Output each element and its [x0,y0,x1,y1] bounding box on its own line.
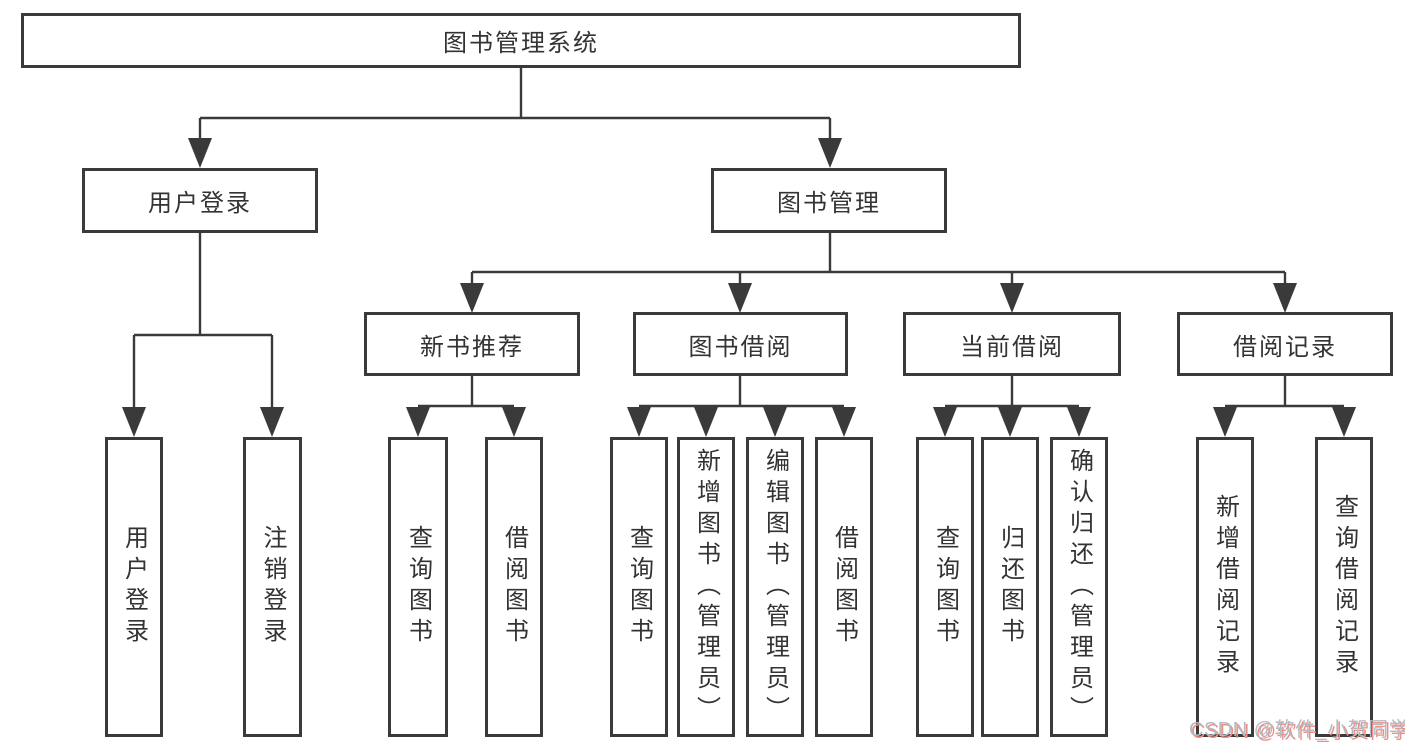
leaf-logout-label: 注销登录 [259,525,286,649]
node-book-borrowing-label: 图书借阅 [688,333,793,361]
node-new-book-recommend-label: 新书推荐 [420,333,524,361]
node-library-system: 图书管理系统 [21,13,1021,68]
leaf-borrowing-borrow-books-label: 借阅图书 [830,525,858,649]
leaf-current-confirm-return-admin-label: 确认归还（管理员） [1065,447,1093,727]
leaf-current-confirm-return-admin: 确认归还（管理员） [1050,437,1108,737]
node-book-borrowing: 图书借阅 [633,312,848,376]
leaf-current-query-books: 查询图书 [916,437,974,737]
node-user-login-label: 用户登录 [148,190,252,217]
leaf-borrowing-edit-books-admin: 编辑图书（管理员） [746,437,804,737]
leaf-recommend-borrow-books: 借阅图书 [485,437,543,737]
node-current-borrowing: 当前借阅 [903,312,1121,376]
leaf-records-query-record-label: 查询借阅记录 [1330,494,1358,680]
leaf-borrowing-query-books: 查询图书 [610,437,668,737]
leaf-records-add-record: 新增借阅记录 [1196,437,1254,737]
node-borrow-records: 借阅记录 [1177,312,1393,376]
leaf-user-login-label: 用户登录 [120,525,148,649]
node-book-management: 图书管理 [711,168,947,233]
leaf-records-add-record-label: 新增借阅记录 [1211,494,1239,680]
leaf-borrowing-query-books-label: 查询图书 [625,525,653,649]
leaf-recommend-query-books: 查询图书 [388,437,448,737]
leaf-current-return-books-label: 归还图书 [996,525,1024,649]
csdn-watermark: CSDN @软件_小贺同学 [1189,719,1405,741]
leaf-borrowing-borrow-books: 借阅图书 [815,437,873,737]
leaf-borrowing-add-books-admin: 新增图书（管理员） [677,437,735,737]
node-current-borrowing-label: 当前借阅 [960,333,1064,361]
leaf-borrowing-edit-books-admin-label: 编辑图书（管理员） [761,447,789,727]
leaf-borrowing-add-books-admin-label: 新增图书（管理员） [692,447,720,727]
node-borrow-records-label: 借阅记录 [1233,333,1337,361]
leaf-logout: 注销登录 [243,437,302,737]
leaf-current-return-books: 归还图书 [981,437,1039,737]
arrowheads [122,138,1356,437]
node-library-system-label: 图书管理系统 [443,30,599,57]
leaf-records-query-record: 查询借阅记录 [1315,437,1373,737]
leaf-recommend-query-books-label: 查询图书 [404,525,432,649]
connector-shafts [132,68,1344,411]
leaf-recommend-borrow-books-label: 借阅图书 [500,525,528,649]
leaf-current-query-books-label: 查询图书 [931,525,959,649]
node-new-book-recommend: 新书推荐 [364,312,580,376]
node-book-management-label: 图书管理 [777,190,881,217]
leaf-user-login: 用户登录 [105,437,163,737]
node-user-login: 用户登录 [82,168,318,233]
